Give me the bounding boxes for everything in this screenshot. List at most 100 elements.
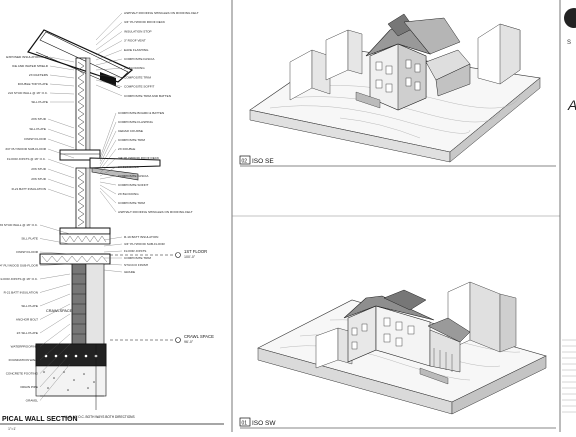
- leader-line: [99, 181, 117, 186]
- leader-line: [95, 40, 123, 56]
- leader-line: [39, 363, 71, 401]
- annotation-label: 3/4" PLYWOOD ROOF DECK: [124, 20, 166, 24]
- leader-line: [99, 121, 117, 162]
- annotation-label: 2X SILL PLATE: [17, 331, 38, 335]
- annotation-label: FOUNDATION WALL: [9, 358, 39, 362]
- iso-sw-porch-rails: [433, 348, 453, 372]
- level-mark-crawl-space: CRAWL SPACE 96'-0": [110, 334, 214, 344]
- crawl-floor-hatch: [41, 255, 108, 263]
- annotation-label: COMPOSITE SOFFIT: [124, 85, 155, 89]
- leader-line: [47, 188, 75, 199]
- leader-line: [103, 269, 123, 273]
- leader-line: [99, 148, 117, 171]
- iso-sw-house: [343, 289, 471, 385]
- iso-se-number: 02: [242, 159, 248, 165]
- gravel-bed: [35, 365, 107, 397]
- wall-section-scale: 1"=1': [8, 427, 16, 431]
- leader-line: [103, 243, 123, 247]
- annotation-label: R-21 BATT INSULATION: [4, 291, 38, 295]
- leader-line: [47, 178, 75, 189]
- leader-line: [95, 74, 123, 78]
- annotation-label: GRADE: [124, 270, 135, 274]
- annotation-label: COMPOSITE SOFFIT: [118, 183, 149, 187]
- leader-line: [47, 128, 75, 139]
- annotation-label: SILL PLATE: [21, 304, 38, 308]
- porch-soffit: [91, 167, 139, 181]
- leader-line: [47, 148, 75, 159]
- annotation-label: DRAIN PIPE: [20, 385, 38, 389]
- leader-line: [39, 251, 71, 255]
- roof-sheathing: [39, 31, 129, 79]
- first-floor-joist: [59, 233, 111, 245]
- iso-se-windows: [375, 59, 421, 93]
- annotation-label: COMPOSITE TRIM: [118, 201, 145, 205]
- annotation-label: SILL PLATE: [21, 237, 38, 241]
- annotation-label: EAVE FLASHING: [124, 48, 149, 52]
- porch-roof: [89, 157, 161, 169]
- leader-line: [99, 130, 117, 165]
- leader-line: [49, 74, 75, 79]
- iso-se-house: [355, 13, 471, 111]
- leader-line: [39, 238, 71, 245]
- annotation-label: 2X6 STUD WALL @ 16" O.C.: [0, 223, 38, 227]
- title-block-letter: S: [567, 40, 571, 46]
- annotation-label: COMPOSITE TRIM: [118, 138, 145, 142]
- annotation-label: 3/4" PLYWOOD ROOF DECK: [118, 156, 160, 160]
- annotation-label: SILL PLATE: [31, 100, 48, 104]
- leader-line: [49, 92, 75, 95]
- iso-se-title-tag: 02 ISO SE: [239, 155, 556, 167]
- annotation-label: 2X6 STUD: [31, 117, 47, 121]
- level-1st-floor-name: 1ST FLOOR: [184, 249, 207, 254]
- bottom-note: #4 @ 16" O.C. BOTH WAYS BOTH DIRECTIONS: [64, 415, 135, 419]
- leader-line: [39, 323, 71, 347]
- leader-line: [103, 263, 123, 266]
- upper-wall-insulation: [77, 61, 85, 147]
- level-crawl-space-elevation: 96'-0": [184, 340, 194, 344]
- annotation-label: STUCCO FINISH: [124, 263, 148, 267]
- annotation-group-mid-right: COMPOSITE BOARD & BATTEN COMPOSITE FLASHI…: [99, 111, 193, 214]
- leader-line: [39, 224, 71, 235]
- annotation-label: 2X BLOCKING: [124, 66, 145, 70]
- leader-line: [103, 236, 123, 241]
- leader-line: [99, 112, 117, 159]
- annotation-label: ICE AND WATER SHIELD: [12, 64, 49, 68]
- annotation-label: 2x6 STUD WALL @ 16" O.C.: [8, 91, 48, 95]
- annotation-label: 2X BLOCKING: [118, 165, 139, 169]
- annotation-label: 2X6 STUD: [31, 177, 47, 181]
- leader-line: [99, 166, 117, 177]
- annotation-label: CONCRETE FOOTING: [6, 372, 39, 376]
- leader-line: [39, 263, 71, 266]
- title-block-logo-mark: A: [567, 97, 576, 113]
- leader-line: [95, 49, 123, 61]
- annotation-label: FINISH FLOOR: [16, 250, 38, 254]
- leader-line: [39, 303, 71, 320]
- level-1st-floor-elevation: 100'-0": [184, 255, 196, 259]
- leader-line: [47, 168, 75, 179]
- iso-sw-number: 01: [242, 421, 248, 427]
- annotation-label: COMPOSITE FLASHING: [118, 120, 153, 124]
- leader-line: [47, 118, 75, 129]
- leader-line: [39, 283, 71, 293]
- annotation-label: COMPOSITE BOARD & BATTEN: [118, 111, 164, 115]
- leader-line: [95, 22, 123, 46]
- title-block: S A: [562, 8, 576, 413]
- leader-line: [99, 187, 117, 204]
- annotation-label: COMPOSITE TRIM: [124, 256, 151, 260]
- leader-line: [95, 58, 123, 66]
- annotation-group-top-right: ASPHALT ROOFING SHINGLES ON ROOFING FELT…: [95, 11, 199, 98]
- annotation-label: ASPHALT ROOFING SHINGLES ON ROOFING FELT: [124, 11, 199, 15]
- annotation-label: FLOOR JOISTS @ 16" O.C.: [7, 157, 46, 161]
- annotation-label: 3" ROOF VENT: [124, 39, 146, 43]
- annotation-label: 3/4" PLYWOOD SUB-FLOOR: [5, 147, 47, 151]
- annotation-label: 3/4" PLYWOOD SUB-FLOOR: [0, 264, 39, 268]
- leader-line: [47, 158, 75, 169]
- iso-se-stair: [355, 91, 381, 109]
- annotation-label: 3/4" PLYWOOD SUB-FLOOR: [124, 242, 166, 246]
- leader-line: [47, 138, 75, 149]
- footing-rebar: [44, 354, 98, 358]
- iso-se-contours: [269, 85, 521, 139]
